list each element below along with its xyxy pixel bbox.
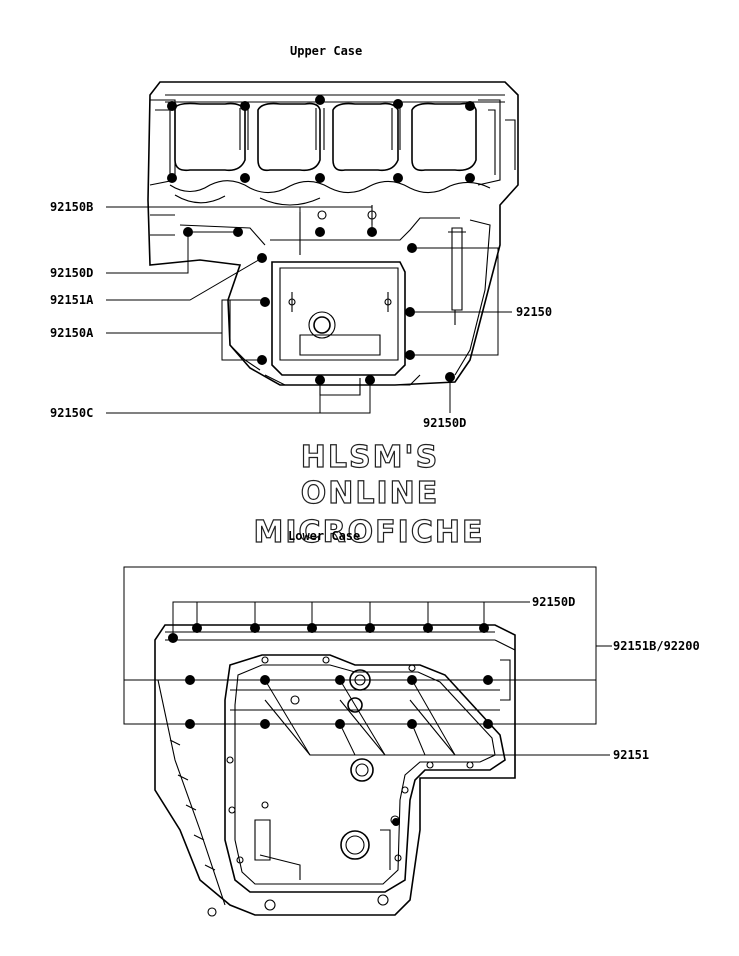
label-92150a: 92150A: [50, 326, 94, 340]
upper-part-labels: 92150B 92150D 92151A 92150A 92150C 92150…: [50, 200, 552, 430]
label-lower-92150d: 92150D: [532, 595, 575, 609]
cylinder-bores: [174, 102, 477, 172]
upper-leader-lines: [106, 206, 512, 414]
lower-case-drawing: [123, 566, 597, 917]
label-92151: 92151: [613, 748, 649, 762]
label-92150c: 92150C: [50, 406, 93, 420]
label-92150: 92150: [516, 305, 552, 319]
label-92150d-bottom: 92150D: [423, 416, 466, 430]
upper-top-bolts: [167, 95, 475, 183]
label-92151a: 92151A: [50, 293, 94, 307]
lower-journal-bolts: [185, 675, 493, 826]
upper-case-drawing: [147, 81, 519, 396]
label-92151b-92200: 92151B/92200: [613, 639, 700, 653]
lower-case-title: Lower Case: [288, 529, 360, 543]
lower-leader-lines: [124, 601, 612, 756]
watermark: HLSM'S ONLINE MICROFICHE: [253, 439, 485, 550]
upper-labeled-bolts: [183, 227, 455, 385]
watermark-line-2: ONLINE: [301, 476, 440, 511]
lower-gasket-holes: [226, 656, 474, 864]
watermark-line-1: HLSM'S: [301, 440, 439, 475]
label-92150b: 92150B: [50, 200, 93, 214]
watermark-line-3: MICROFICHE: [254, 515, 485, 550]
lower-part-labels: 92150D 92151B/92200 92151: [532, 595, 700, 762]
upper-case-title: Upper Case: [290, 44, 362, 58]
label-92150d-left: 92150D: [50, 266, 93, 280]
